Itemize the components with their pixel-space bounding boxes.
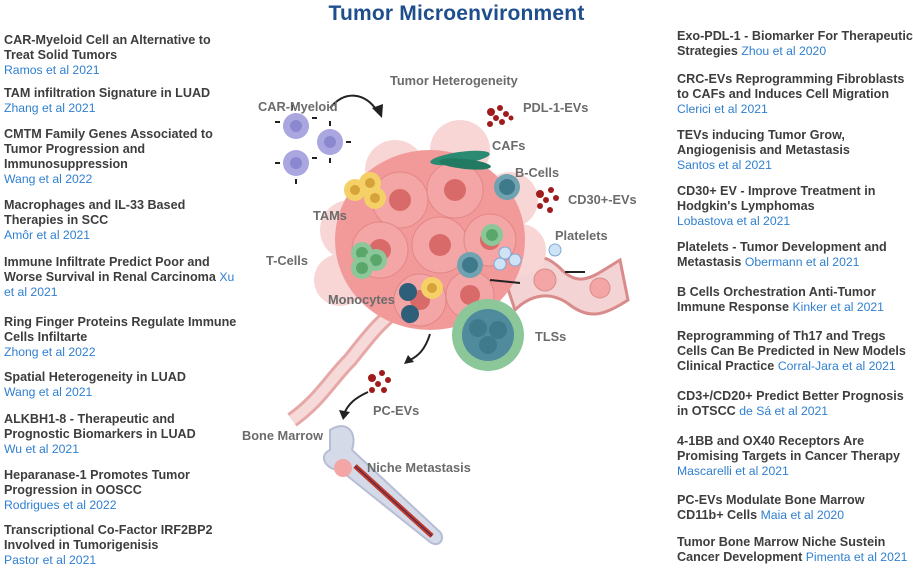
label-niche-metastasis: Niche Metastasis [367,460,471,475]
label-tumor-heterogeneity: Tumor Heterogeneity [390,73,518,88]
circulating-tumor-cell-icon [533,268,557,292]
entry-heading: Immune Infiltrate Predict Poor and Worse… [4,255,216,284]
right-entry-3: TEVs inducing Tumor Grow, Angiogenisis a… [677,128,913,173]
entry-citation[interactable]: Amôr et al 2021 [4,228,91,242]
label-pdl1-evs: PDL-1-EVs [523,100,589,115]
entry-citation[interactable]: Obermann et al 2021 [744,255,860,269]
left-entry-6: Ring Finger Proteins Regulate Immune Cel… [4,315,240,360]
label-car-myeloid: CAR-Myeloid [258,99,338,114]
caf-cells-icon [430,150,491,170]
entry-citation[interactable]: Ramos et al 2021 [4,63,100,77]
right-entry-10: PC-EVs Modulate Bone Marrow CD11b+ Cells… [677,493,913,523]
entry-heading: PC-EVs Modulate Bone Marrow CD11b+ Cells [677,493,865,522]
entry-citation[interactable]: Clerici et al 2021 [677,102,768,116]
entry-heading: Exo-PDL-1 - Biomarker For Therapeutic St… [677,29,913,58]
entry-heading: TAM infiltration Signature in LUAD [4,86,211,100]
entry-heading: ALKBH1-8 - Therapeutic and Prognostic Bi… [4,412,196,441]
entry-citation[interactable]: Zhong et al 2022 [4,345,96,359]
blood-vessel-right-icon [503,255,630,316]
label-monocytes: Monocytes [328,292,395,307]
label-cafs: CAFs [492,138,526,153]
left-entry-5: Immune Infiltrate Predict Poor and Worse… [4,255,240,300]
entry-heading: Heparanase-1 Promotes Tumor Progression … [4,468,190,497]
t-cells-icon [351,224,503,279]
pc-ev-dots-icon [368,370,391,393]
left-entry-10: Transcriptional Co-Factor IRF2BP2 Involv… [4,523,240,568]
entry-citation[interactable]: Wu et al 2021 [4,442,79,456]
entry-heading: Spatial Heterogeneity in LUAD [4,370,186,384]
entry-citation[interactable]: Lobastova et al 2021 [677,214,791,228]
entry-citation[interactable]: Zhou et al 2020 [741,44,827,58]
figure-title: Tumor Microenvironment [328,2,585,25]
label-platelets: Platelets [555,228,608,243]
entry-citation[interactable]: Mascarelli et al 2021 [677,464,789,478]
arrow-icon [409,333,431,361]
right-entry-4: CD30+ EV - Improve Treatment in Hodgkin'… [677,184,913,229]
entry-heading: CAR-Myeloid Cell an Alternative to Treat… [4,33,211,62]
entry-heading: Transcriptional Co-Factor IRF2BP2 Involv… [4,523,213,552]
label-cd30-evs: CD30+-EVs [568,192,637,207]
entry-heading: CD30+ EV - Improve Treatment in Hodgkin'… [677,184,876,213]
entry-citation[interactable]: Wang et al 2021 [4,385,93,399]
entry-heading: Macrophages and IL-33 Based Therapies in… [4,198,186,227]
entry-heading: Reprogramming of Th17 and Tregs Cells Ca… [677,329,906,373]
label-tams: TAMs [313,208,347,223]
tls-icon [452,299,524,371]
tam-cells-icon [344,172,443,299]
label-bone-marrow: Bone Marrow [242,428,324,443]
entry-citation[interactable]: de Sá et al 2021 [739,404,829,418]
entry-citation[interactable]: Rodrigues et al 2022 [4,498,117,512]
label-pc-evs: PC-EVs [373,403,420,418]
right-entry-7: Reprogramming of Th17 and Tregs Cells Ca… [677,329,913,374]
entry-citation[interactable]: Zhang et al 2021 [4,101,96,115]
bone-marrow-icon [322,425,444,546]
right-entry-11: Tumor Bone Marrow Niche Sustein Cancer D… [677,535,913,565]
platelets-icon [493,243,562,271]
right-entry-6: B Cells Orchestration Anti-Tumor Immune … [677,285,913,315]
entry-heading: 4-1BB and OX40 Receptors Are Promising T… [677,434,901,463]
monocytes-icon [399,283,419,323]
b-cells-icon [457,174,520,278]
entry-heading: Tumor Bone Marrow Niche Sustein Cancer D… [677,535,886,564]
entry-heading: B Cells Orchestration Anti-Tumor Immune … [677,285,876,314]
right-entry-1: Exo-PDL-1 - Biomarker For Therapeutic St… [677,29,913,59]
cd30-ev-dots-icon [536,187,559,213]
left-entry-2: TAM infiltration Signature in LUAD Zhang… [4,86,240,116]
left-entry-4: Macrophages and IL-33 Based Therapies in… [4,198,240,243]
right-entry-5: Platelets - Tumor Development and Metast… [677,240,913,270]
entry-citation[interactable]: Wang et al 2022 [4,172,93,186]
entry-citation[interactable]: Corral-Jara et al 2021 [777,359,896,373]
left-entry-7: Spatial Heterogeneity in LUAD Wang et al… [4,370,240,400]
entry-heading: Platelets - Tumor Development and Metast… [677,240,887,269]
right-entry-9: 4-1BB and OX40 Receptors Are Promising T… [677,434,913,479]
right-entry-2: CRC-EVs Reprogramming Fibroblasts to CAF… [677,72,913,117]
left-entry-8: ALKBH1-8 - Therapeutic and Prognostic Bi… [4,412,240,457]
pdl1-ev-dots-icon [487,105,514,127]
left-entry-1: CAR-Myeloid Cell an Alternative to Treat… [4,33,240,78]
left-entry-3: CMTM Family Genes Associated to Tumor Pr… [4,127,240,187]
label-t-cells: T-Cells [266,253,308,268]
entry-heading: TEVs inducing Tumor Grow, Angiogenisis a… [677,128,850,157]
arrow-icon [329,94,379,113]
entry-heading: CRC-EVs Reprogramming Fibroblasts to CAF… [677,72,905,101]
entry-citation[interactable]: Kinker et al 2021 [792,300,884,314]
right-entry-8: CD3+/CD20+ Predict Better Prognosis in O… [677,389,913,419]
label-tlss: TLSs [535,329,567,344]
entry-citation[interactable]: Pimenta et al 2021 [805,550,908,564]
car-myeloid-cells-icon [275,105,351,184]
entry-heading: CD3+/CD20+ Predict Better Prognosis in O… [677,389,904,418]
entry-heading: Ring Finger Proteins Regulate Immune Cel… [4,315,237,344]
label-b-cells: B-Cells [515,165,560,180]
entry-citation[interactable]: Maia et al 2020 [760,508,844,522]
entry-citation[interactable]: Pastor et al 2021 [4,553,97,567]
entry-heading: CMTM Family Genes Associated to Tumor Pr… [4,127,213,171]
entry-citation[interactable]: Xu et al 2021 [4,270,235,299]
entry-citation[interactable]: Santos et al 2021 [677,158,772,172]
left-entry-9: Heparanase-1 Promotes Tumor Progression … [4,468,240,513]
